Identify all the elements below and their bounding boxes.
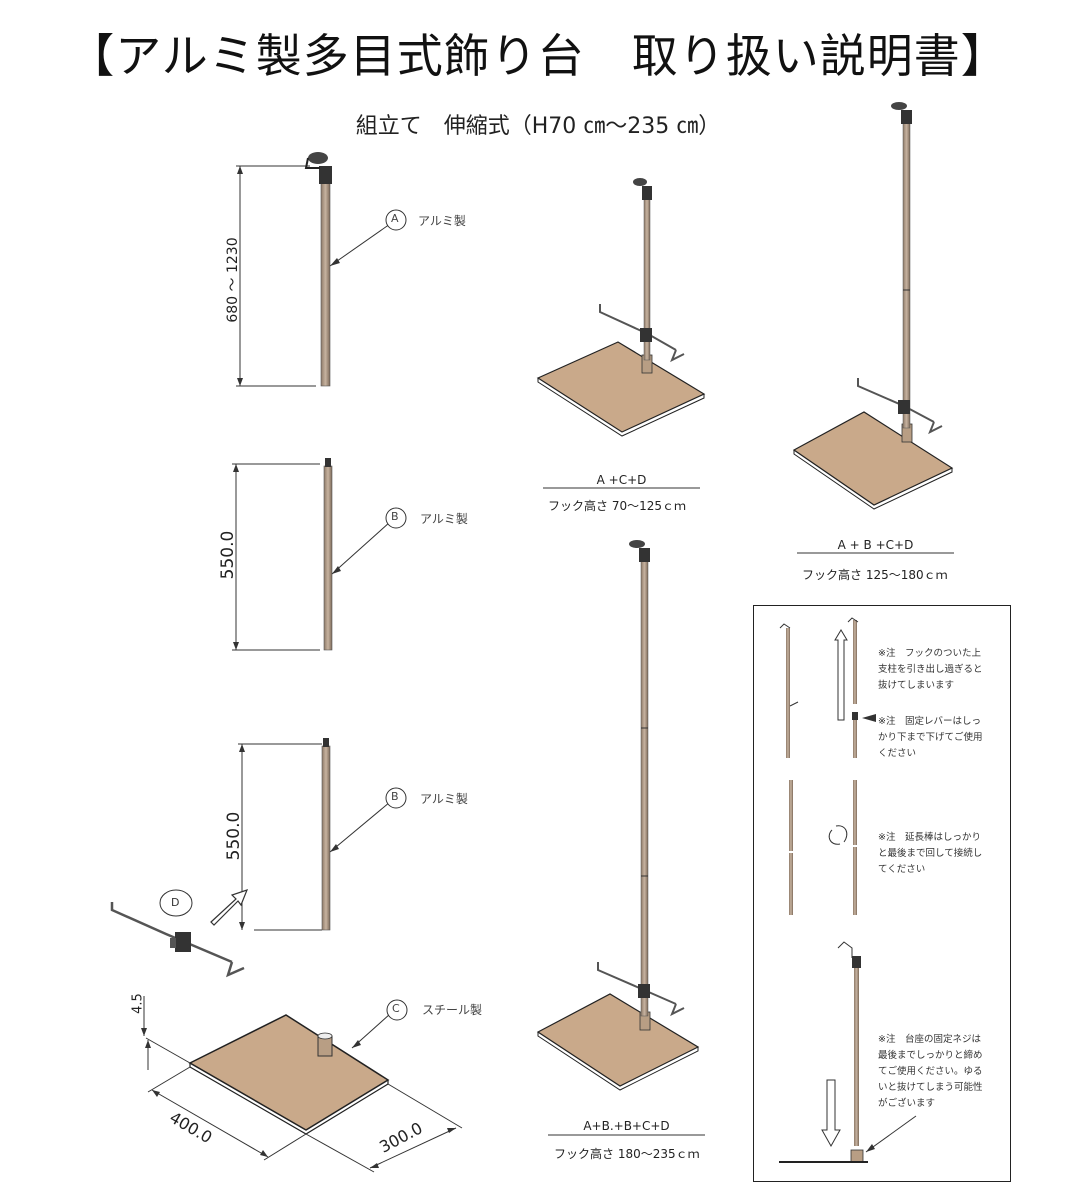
part-c-thickness-dimension: 4.5 [130,993,146,1014]
config-3-caption: フック高さ 180～235ｃｍ [554,1147,700,1161]
note-1: ※注 フックのついた上 支柱を引き出し過ぎると 抜けてしまいます [878,648,983,691]
config-3-formula: A+B.+B+C+D [583,1119,670,1133]
part-c-material: スチール製 [422,1003,483,1017]
part-a-dimension: 680 ～ 1230 [225,237,241,323]
config-2-illustration [792,102,954,510]
caution-box [753,605,1011,1182]
part-b2-circle-letter: B [391,790,399,803]
config-1-caption: フック高さ 70～125ｃｍ [548,499,686,513]
page-title: 【アルミ製多目式飾り台 取り扱い説明書】 [68,29,1008,83]
part-a-material: アルミ製 [418,214,466,228]
part-b2-pole [238,738,407,931]
part-c-base [141,996,463,1173]
part-b2-material: アルミ製 [420,792,468,806]
config-1-illustration [536,178,706,437]
config-3-illustration [536,540,700,1091]
part-c-circle-letter: C [392,1002,400,1015]
page-subtitle: 組立て 伸縮式（H70 ㎝～235 ㎝） [355,114,721,139]
config-2-formula: A + B +C+D [837,538,914,552]
note-4: ※注 台座の固定ネジは 最後までしっかりと締め てご使用ください。ゆる いと抜け… [878,1034,983,1109]
part-a-circle-letter: A [391,212,399,225]
part-d-circle-letter: D [171,896,180,909]
note-2: ※注 固定レバーはしっ かり下まで下げてご使用 ください [878,716,983,759]
part-b2-dimension: 550.0 [224,811,244,861]
part-b1-material: アルミ製 [420,512,468,526]
note-illustrations [779,617,917,1163]
part-b1-dimension: 550.0 [218,530,238,580]
part-a-pole [236,152,407,387]
part-d-hook [110,889,249,978]
config-1-formula: A +C+D [596,473,647,487]
part-b1-pole [232,458,407,651]
part-b1-circle-letter: B [391,510,399,523]
note-3: ※注 延長棒はしっかり と最後まで回して接続し てください [878,832,983,875]
config-2-caption: フック高さ 125～180ｃｍ [802,568,948,582]
